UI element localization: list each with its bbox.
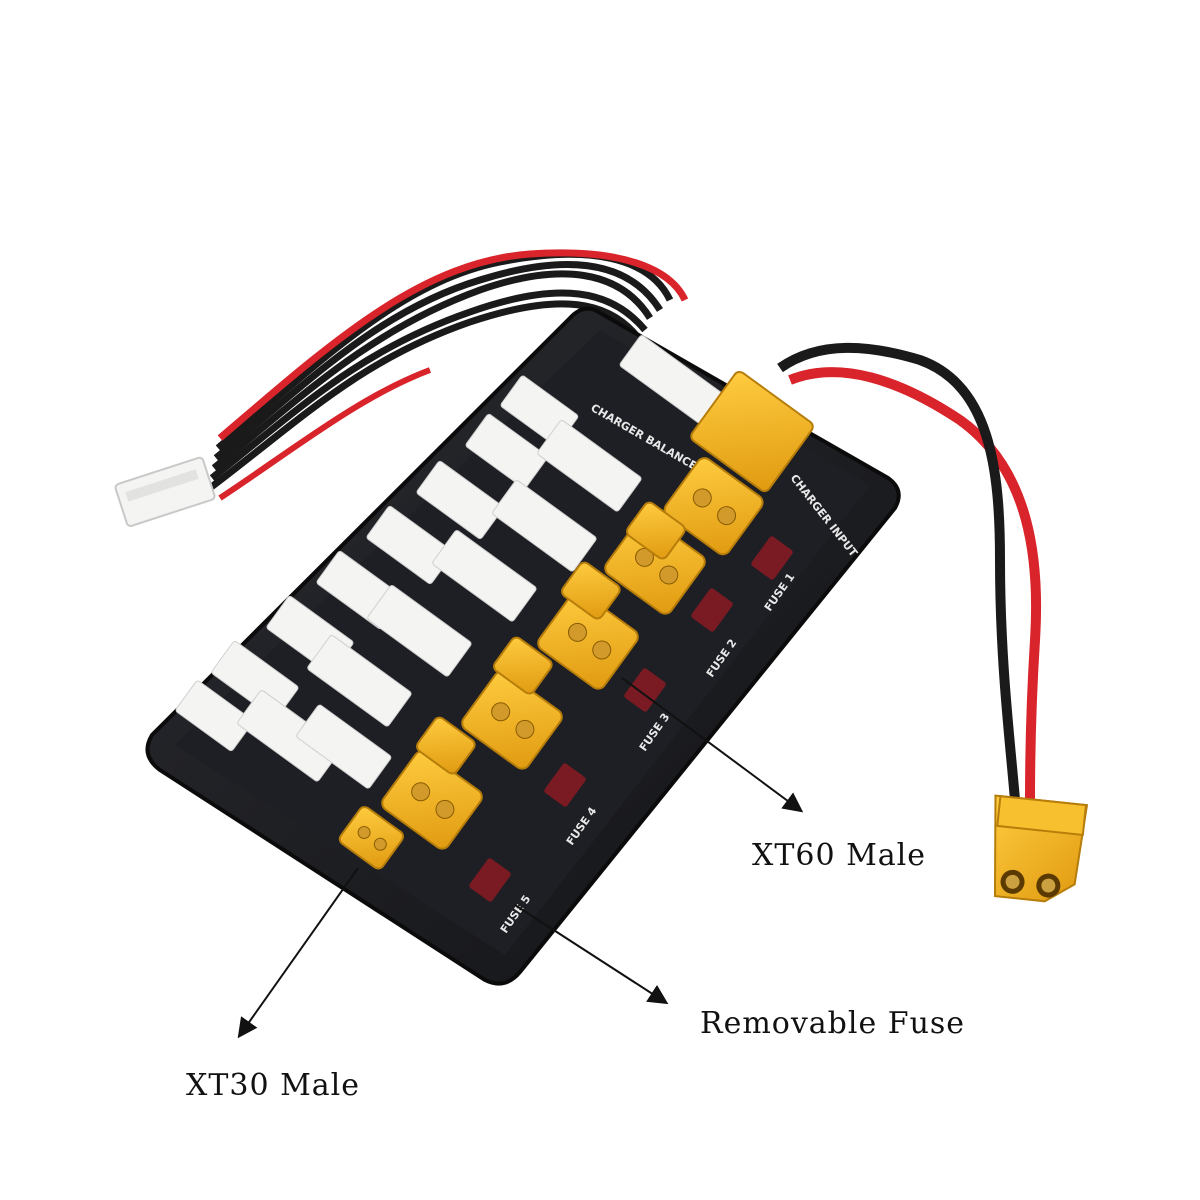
- fuse: [624, 668, 666, 712]
- xt60-female-plug: [993, 794, 1089, 903]
- fuse: [469, 858, 511, 902]
- fuse: [691, 588, 733, 632]
- xt30-connector: [493, 636, 553, 695]
- jst-port: [296, 704, 392, 789]
- xt30-connector: [626, 501, 686, 560]
- jst-ports: [175, 375, 642, 789]
- xt30-arrow: [237, 867, 359, 1039]
- xt30-male-label: XT30 Male: [186, 1068, 361, 1103]
- xt30-connector: [416, 716, 476, 775]
- xt30-connector: [561, 561, 621, 620]
- xt60-connector: [663, 457, 764, 556]
- xt30-connectors: [338, 501, 686, 870]
- jst-port: [492, 480, 597, 572]
- xt60-connector: [537, 590, 639, 690]
- balance-plug: [114, 456, 216, 527]
- fuse-arrow: [514, 904, 669, 1005]
- jst-port: [537, 420, 642, 512]
- jst-port: [432, 530, 537, 622]
- fuse: [544, 763, 586, 807]
- xt60-male-label: XT60 Male: [752, 838, 927, 873]
- jst-port: [367, 585, 472, 677]
- jst-port: [416, 460, 504, 540]
- jst-port: [465, 413, 548, 489]
- fuse: [751, 536, 793, 580]
- jst-port: [175, 680, 254, 752]
- jst-port: [307, 635, 412, 727]
- xt60-arrow: [621, 677, 804, 813]
- xt60-connector: [381, 750, 483, 850]
- xt60-connector: [461, 670, 563, 770]
- jst-port: [211, 640, 299, 720]
- jst-port: [237, 690, 342, 782]
- xt60-connector: [604, 515, 706, 615]
- charger-input-plug: [690, 370, 814, 492]
- removable-fuse-label: Removable Fuse: [700, 1006, 966, 1041]
- balance-lead-wires: [207, 249, 689, 501]
- output-lead-wires: [777, 342, 1042, 801]
- xt30-connector: [338, 806, 404, 870]
- xt60-connectors: [381, 457, 764, 850]
- fuses: [469, 536, 793, 902]
